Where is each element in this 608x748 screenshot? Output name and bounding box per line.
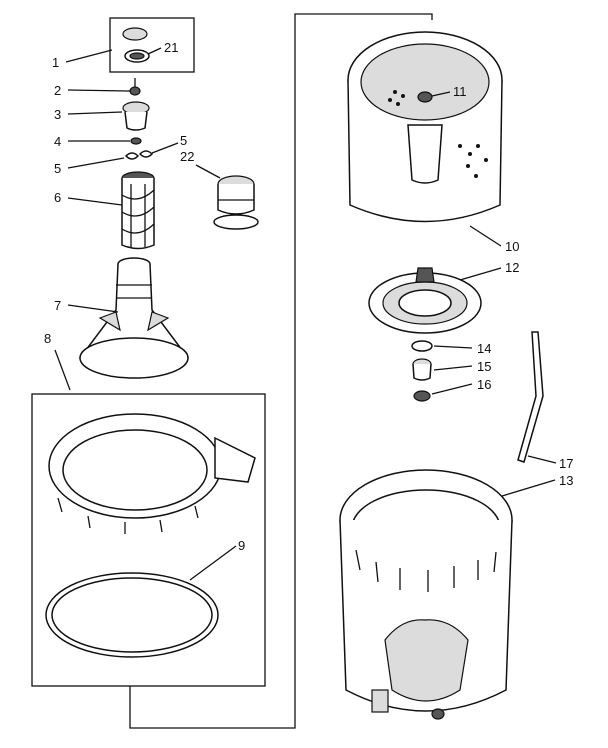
nut-16-part bbox=[413, 390, 431, 402]
callout-5-right: 5 bbox=[180, 133, 187, 148]
washer-part bbox=[130, 137, 142, 145]
drive-plate-part bbox=[368, 267, 482, 334]
callout-7: 7 bbox=[54, 298, 61, 313]
basket-part bbox=[347, 31, 503, 223]
callout-1: 1 bbox=[52, 55, 59, 70]
callout-12: 12 bbox=[505, 260, 519, 275]
callout-6: 6 bbox=[54, 190, 61, 205]
callout-2: 2 bbox=[54, 83, 61, 98]
group-box-tub-ring bbox=[31, 393, 266, 687]
callout-9: 9 bbox=[238, 538, 245, 553]
strap-part bbox=[517, 331, 544, 463]
tub-ring-part bbox=[48, 413, 256, 534]
callout-11: 11 bbox=[453, 84, 467, 99]
callout-17: 17 bbox=[559, 456, 573, 471]
clip-left-part bbox=[124, 152, 140, 160]
seal-part bbox=[124, 49, 150, 63]
callout-10: 10 bbox=[505, 239, 519, 254]
clip-14-part bbox=[411, 340, 433, 352]
dog-assembly-part bbox=[121, 171, 155, 250]
adapter-part bbox=[122, 101, 150, 131]
connector-line bbox=[129, 13, 433, 729]
agitator-base-part bbox=[78, 257, 190, 379]
group-box-cap-seal bbox=[109, 17, 195, 73]
nut-part bbox=[129, 78, 141, 96]
cap-part bbox=[122, 27, 148, 41]
callout-8: 8 bbox=[44, 331, 51, 346]
bearing-part bbox=[412, 358, 432, 381]
callout-4: 4 bbox=[54, 134, 61, 149]
callout-16: 16 bbox=[477, 377, 491, 392]
clip-right-part bbox=[138, 150, 154, 158]
callout-13: 13 bbox=[559, 473, 573, 488]
callout-14: 14 bbox=[477, 341, 491, 356]
basket-perforations bbox=[388, 90, 488, 178]
callout-22: 22 bbox=[180, 149, 194, 164]
callout-5-left: 5 bbox=[54, 161, 61, 176]
bushing-part bbox=[213, 175, 259, 230]
tub-part bbox=[339, 469, 513, 720]
callout-15: 15 bbox=[477, 359, 491, 374]
callout-3: 3 bbox=[54, 107, 61, 122]
gasket-part bbox=[45, 572, 219, 658]
callout-21: 21 bbox=[164, 40, 178, 55]
